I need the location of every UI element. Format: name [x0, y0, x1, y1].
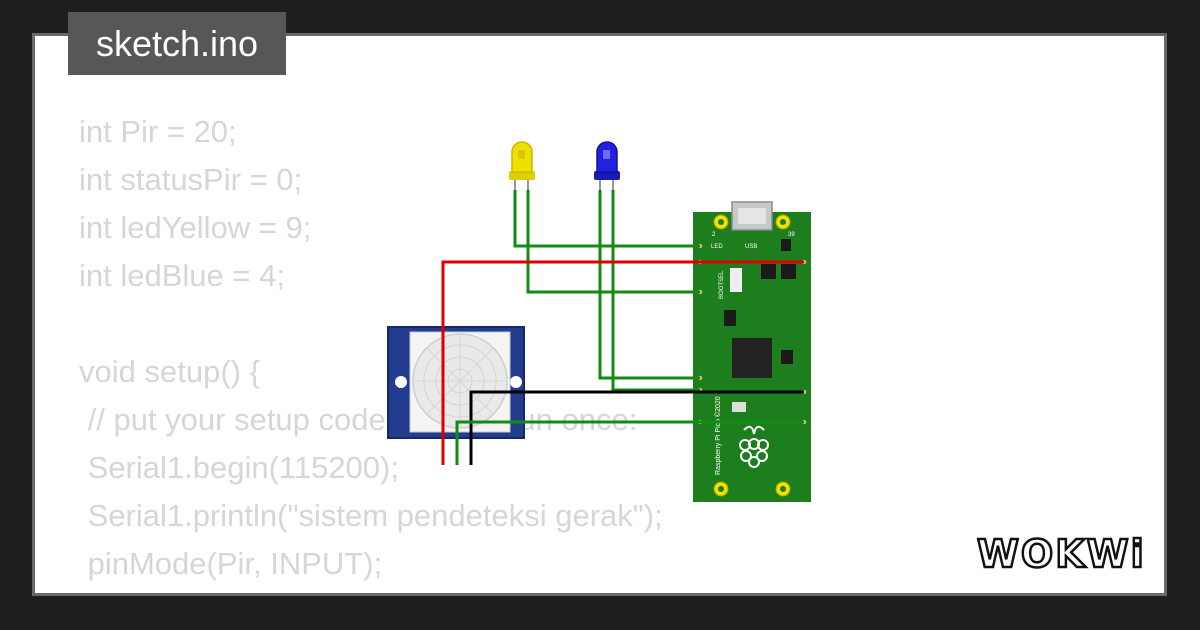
code-line: int statusPir = 0;: [79, 162, 303, 197]
raspberry-logo-icon: [739, 425, 769, 468]
wokwi-logo-text: WOKWi: [977, 532, 1146, 576]
code-line: Serial1.begin(115200);: [79, 450, 399, 485]
code-editor: int Pir = 20; int statusPir = 0; int ledYe…: [79, 108, 663, 593]
wires: [441, 190, 804, 465]
wokwi-logo-icon[interactable]: WOKWi: [975, 525, 1150, 580]
pico-board[interactable]: 2 39 LED USB BOOTSEL Raspberry Pi Pico ©…: [693, 201, 811, 502]
filename-tab[interactable]: sketch.ino: [68, 12, 286, 75]
led-silk-label: LED: [711, 244, 723, 250]
preview-card: int Pir = 20; int statusPir = 0; int ledYe…: [32, 33, 1167, 596]
usb-silk-label: USB: [745, 244, 757, 250]
code-line: int ledBlue = 4;: [79, 258, 285, 293]
blue-led-icon[interactable]: [594, 141, 620, 190]
code-line: Serial1.println("sistem pendeteksi gerak…: [79, 498, 663, 533]
pin-label: 39: [788, 232, 795, 238]
bootsel-silk-label: BOOTSEL: [719, 270, 725, 299]
pir-sensor-icon[interactable]: [387, 326, 525, 439]
code-line: void setup() {: [79, 354, 260, 389]
brand-silk-label: Raspberry Pi Pico ©2020: [714, 396, 722, 475]
pin-label: 2: [712, 232, 716, 238]
code-line: int ledYellow = 9;: [79, 210, 312, 245]
code-line: int Pir = 20;: [79, 114, 237, 149]
yellow-led-icon[interactable]: [509, 141, 535, 190]
code-line: pinMode(Pir, INPUT);: [79, 546, 383, 581]
